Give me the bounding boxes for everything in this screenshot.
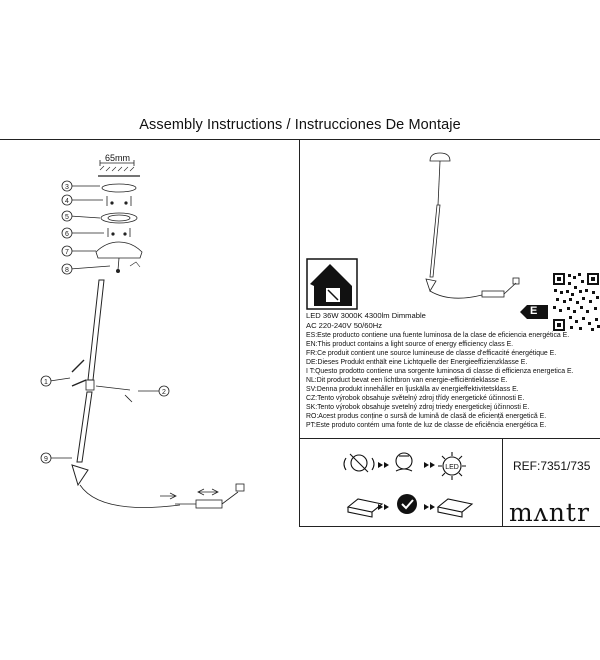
efficiency-ro: RO:Acest produs conține o sursă de lumin… <box>306 413 547 420</box>
spec-line-power: LED 36W 3000K 4300lm Dimmable <box>306 311 426 320</box>
icons-divider <box>502 438 503 527</box>
efficiency-es: ES:Este producto contiene una fuente lum… <box>306 332 570 339</box>
spec-line-voltage: AC 220-240V 50/60Hz <box>306 321 382 330</box>
assembly-diagram: 1 2 3 4 5 6 7 8 9 <box>40 160 245 509</box>
product-drawing <box>425 152 520 299</box>
middle-rule <box>300 438 600 439</box>
installation-icons: LED <box>343 452 474 518</box>
callout-6: 6 <box>65 231 69 238</box>
efficiency-it: I T:Questo prodotto contiene una sorgent… <box>306 368 574 375</box>
callout-5: 5 <box>65 214 69 221</box>
brand-logo: mʌntr <box>509 498 590 527</box>
efficiency-nl: NL:Dit product bevat een lichtbron van e… <box>306 377 508 384</box>
callout-7: 7 <box>65 249 69 256</box>
callout-4: 4 <box>65 198 69 205</box>
callout-9: 9 <box>44 456 48 463</box>
efficiency-cz: CZ:Tento výrobok obsahuje světelný zdroj… <box>306 395 525 402</box>
led-icon-label: LED <box>445 464 459 471</box>
callout-8: 8 <box>65 267 69 274</box>
qr-code-icon <box>552 272 600 332</box>
bottom-rule <box>300 526 600 527</box>
callout-3: 3 <box>65 184 69 191</box>
energy-class-arrow <box>520 305 548 319</box>
efficiency-pt: PT:Este produto contém uma fonte de luz … <box>306 422 547 429</box>
dimension-label: 65mm <box>105 153 131 163</box>
product-reference: REF:7351/735 <box>513 459 591 473</box>
efficiency-sv: SV:Denna produkt innehåller en ljuskälla… <box>306 386 519 393</box>
document-title: Assembly Instructions / Instrucciones De… <box>139 117 461 133</box>
efficiency-de: DE:Dieses Produkt enthält eine Lichtquel… <box>306 359 528 366</box>
double-insulation-icon <box>306 258 358 310</box>
efficiency-fr: FR:Ce produit contient une source lumine… <box>306 350 557 357</box>
callout-1: 1 <box>44 379 48 386</box>
energy-class-label: E <box>530 305 538 317</box>
top-rule <box>0 139 600 140</box>
center-divider <box>299 139 300 527</box>
callout-2: 2 <box>162 389 166 396</box>
efficiency-en: EN:This product contains a light source … <box>306 341 514 348</box>
efficiency-sk: SK:Tento výrobok obsahuje svetelný zdroj… <box>306 404 530 411</box>
